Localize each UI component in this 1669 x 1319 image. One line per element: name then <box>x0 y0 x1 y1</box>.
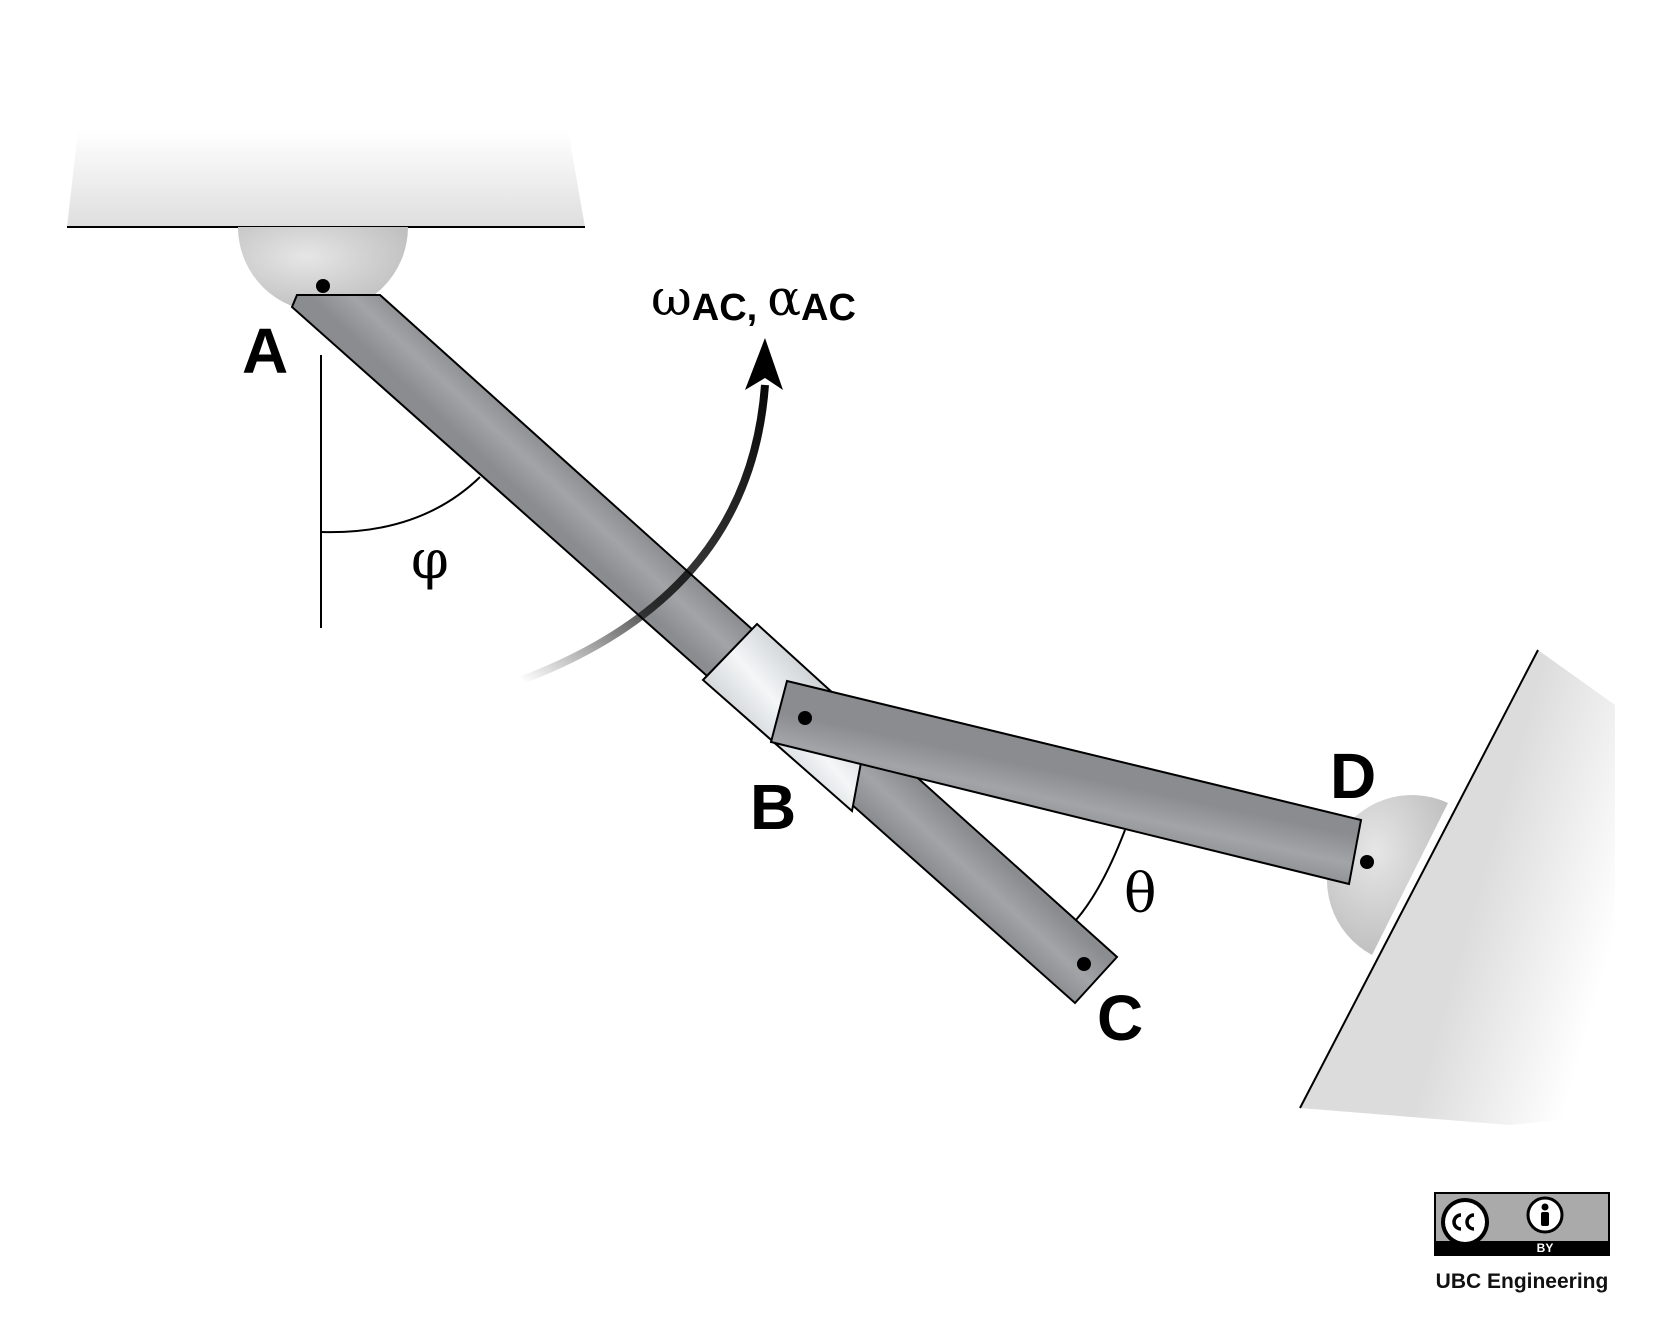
phi-angle-marker <box>320 355 481 628</box>
license-by-text: BY <box>1537 1241 1554 1255</box>
label-c: C <box>1097 982 1143 1054</box>
label-a: A <box>242 315 288 387</box>
rod-bd <box>769 679 1363 886</box>
cc-icon <box>1441 1198 1489 1246</box>
label-phi: φ <box>411 528 449 591</box>
arrowhead-icon <box>745 338 783 390</box>
label-b: B <box>750 771 796 843</box>
pin-joint-a <box>238 227 408 312</box>
attribution-person-icon <box>1526 1196 1564 1234</box>
rod-ac <box>290 294 1119 1005</box>
rotation-arrow <box>520 338 783 684</box>
point-d-dot <box>1360 855 1374 869</box>
credit-text: UBC Engineering <box>1436 1270 1609 1293</box>
label-theta: θ <box>1124 862 1157 925</box>
wall-support <box>1299 649 1615 1125</box>
point-a-dot <box>316 279 330 293</box>
label-omega-alpha: ωAC,αAC <box>651 269 856 329</box>
theta-angle-marker <box>1075 829 1126 921</box>
cc-by-license-badge: BY <box>1434 1192 1610 1256</box>
point-b-dot <box>798 711 812 725</box>
ceiling-support <box>67 130 585 228</box>
point-c-dot <box>1077 957 1091 971</box>
label-d: D <box>1330 740 1376 812</box>
